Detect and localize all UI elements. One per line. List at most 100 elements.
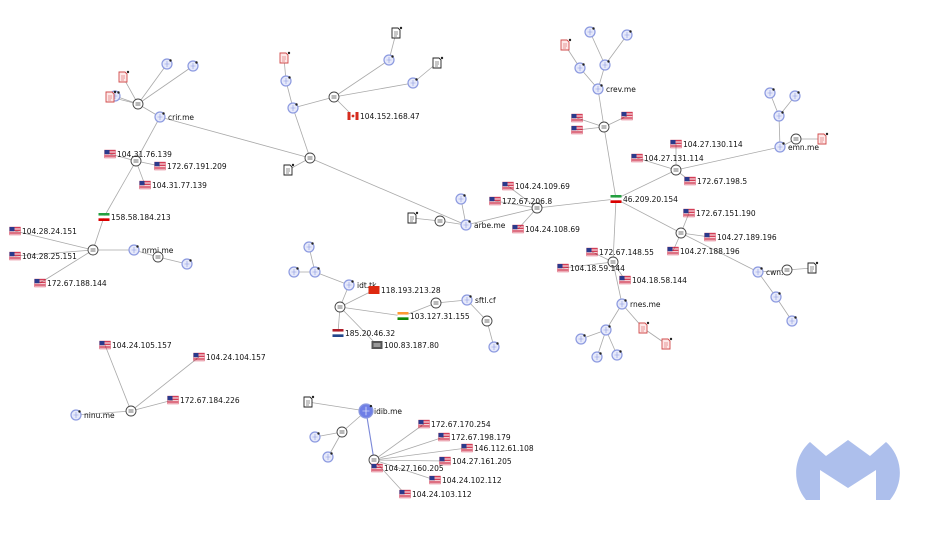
ip-node[interactable]: 104.24.102.112 [429,475,502,485]
domain-node[interactable] [280,75,292,87]
ip-node[interactable]: 104.31.77.139 [139,180,208,190]
resolver-hub-node[interactable] [675,227,687,239]
domain-node[interactable]: idib.me [358,403,402,419]
file-node[interactable] [391,26,403,39]
flagged-file-node[interactable] [279,51,291,64]
ip-node[interactable]: 172.67.206.8 [489,196,553,206]
ip-node[interactable]: 172.67.184.226 [167,395,240,405]
resolver-hub-node[interactable] [481,315,493,327]
domain-node[interactable] [789,90,801,102]
resolver-hub-node[interactable] [598,121,610,133]
flagged-file-node[interactable] [105,90,117,103]
domain-node[interactable] [611,349,623,361]
ip-node[interactable]: 104.31.76.139 [104,149,173,159]
ip-node[interactable]: 172.67.170.254 [418,419,491,429]
domain-node[interactable] [383,54,395,66]
resolver-hub-node[interactable] [132,98,144,110]
domain-node[interactable] [181,258,193,270]
ip-node[interactable]: 104.24.104.157 [193,352,266,362]
flagged-file-node[interactable] [560,38,572,51]
domain-node[interactable]: idt.tk [343,279,377,291]
ip-node[interactable]: 104.18.59.144 [557,263,626,273]
flagged-file-node[interactable] [661,337,673,350]
resolver-hub-node[interactable] [531,202,543,214]
domain-node[interactable] [600,324,612,336]
domain-node[interactable]: sftl.cf [461,294,496,306]
file-node[interactable] [807,261,819,274]
ip-node[interactable]: 172.67.191.209 [154,161,227,171]
domain-node[interactable]: crir.me [154,111,194,123]
file-node[interactable] [407,211,419,224]
ip-node[interactable]: 104.27.130.114 [670,139,743,149]
resolver-hub-node[interactable] [430,297,442,309]
file-node[interactable] [303,395,315,408]
domain-node[interactable]: nrmi.me [128,244,174,256]
ip-node[interactable]: 104.24.108.69 [512,224,581,234]
ip-node[interactable]: 104.27.160.205 [371,463,444,473]
ip-node[interactable]: 46.209.20.154 [610,195,679,204]
resolver-hub-node[interactable] [87,244,99,256]
ip-node[interactable]: 104.28.24.151 [9,226,78,236]
domain-node[interactable] [287,102,299,114]
resolver-hub-node[interactable] [130,155,142,167]
resolver-hub-node[interactable] [670,164,682,176]
ip-node[interactable]: 104.152.168.47 [347,112,420,121]
ip-node[interactable]: 104.24.109.69 [502,181,571,191]
flagged-file-node[interactable] [817,132,829,145]
domain-node[interactable] [599,59,611,71]
ip-node[interactable]: 104.28.25.151 [9,251,78,261]
ip-node[interactable]: 158.58.184.213 [98,213,171,222]
resolver-hub-node[interactable] [336,426,348,438]
resolver-hub-node[interactable] [368,454,380,466]
domain-node[interactable]: crev.me [592,83,636,95]
domain-node[interactable] [621,29,633,41]
domain-node[interactable] [407,77,419,89]
ip-node[interactable]: 104.18.58.144 [619,275,688,285]
resolver-hub-node[interactable] [607,256,619,268]
domain-node[interactable] [584,26,596,38]
ip-node[interactable]: 118.193.213.28 [368,286,441,295]
domain-node[interactable] [288,266,300,278]
domain-node[interactable] [303,241,315,253]
domain-node[interactable] [309,266,321,278]
ip-node[interactable]: 104.27.189.196 [704,232,777,242]
ip-node[interactable]: 172.67.188.144 [34,278,107,288]
ip-node[interactable]: 104.27.131.114 [631,153,704,163]
domain-node[interactable] [322,451,334,463]
ip-node[interactable]: 104.24.103.112 [399,489,472,499]
resolver-hub-node[interactable] [125,405,137,417]
ip-node[interactable]: 104.24.105.157 [99,340,172,350]
resolver-hub-node[interactable] [328,91,340,103]
domain-node[interactable] [309,431,321,443]
resolver-hub-node[interactable] [152,251,164,263]
ip-node[interactable]: 172.67.198.179 [438,432,511,442]
resolver-hub-node[interactable] [781,264,793,276]
ip-node[interactable]: 172.67.148.55 [586,247,655,257]
domain-node[interactable] [770,291,782,303]
domain-node[interactable] [455,193,467,205]
domain-node[interactable] [488,341,500,353]
ip-node[interactable] [571,113,583,123]
domain-node[interactable] [187,60,199,72]
ip-node[interactable]: 100.83.187.80 [371,341,440,350]
ip-node[interactable]: 146.112.61.108 [461,443,534,453]
domain-node[interactable]: emn.me [774,141,819,153]
ip-node[interactable]: 104.27.188.196 [667,246,740,256]
domain-node[interactable] [161,58,173,70]
resolver-hub-node[interactable] [334,301,346,313]
domain-node[interactable]: rnes.me [616,298,661,310]
file-node[interactable] [432,56,444,69]
domain-node[interactable] [591,351,603,363]
domain-node[interactable]: cwn.t [752,266,786,278]
ip-node[interactable]: 104.27.161.205 [439,456,512,466]
ip-node[interactable]: 172.67.198.5 [684,176,748,186]
resolver-hub-node[interactable] [790,133,802,145]
ip-node[interactable]: 185.20.46.32 [332,329,396,338]
file-node[interactable] [283,163,295,176]
flagged-file-node[interactable] [638,321,650,334]
domain-node[interactable]: arbe.me [460,219,506,231]
ip-node[interactable]: 172.67.151.190 [683,208,756,218]
ip-node[interactable] [571,125,583,135]
ip-node[interactable]: 103.127.31.155 [397,312,470,321]
resolver-hub-node[interactable] [434,215,446,227]
